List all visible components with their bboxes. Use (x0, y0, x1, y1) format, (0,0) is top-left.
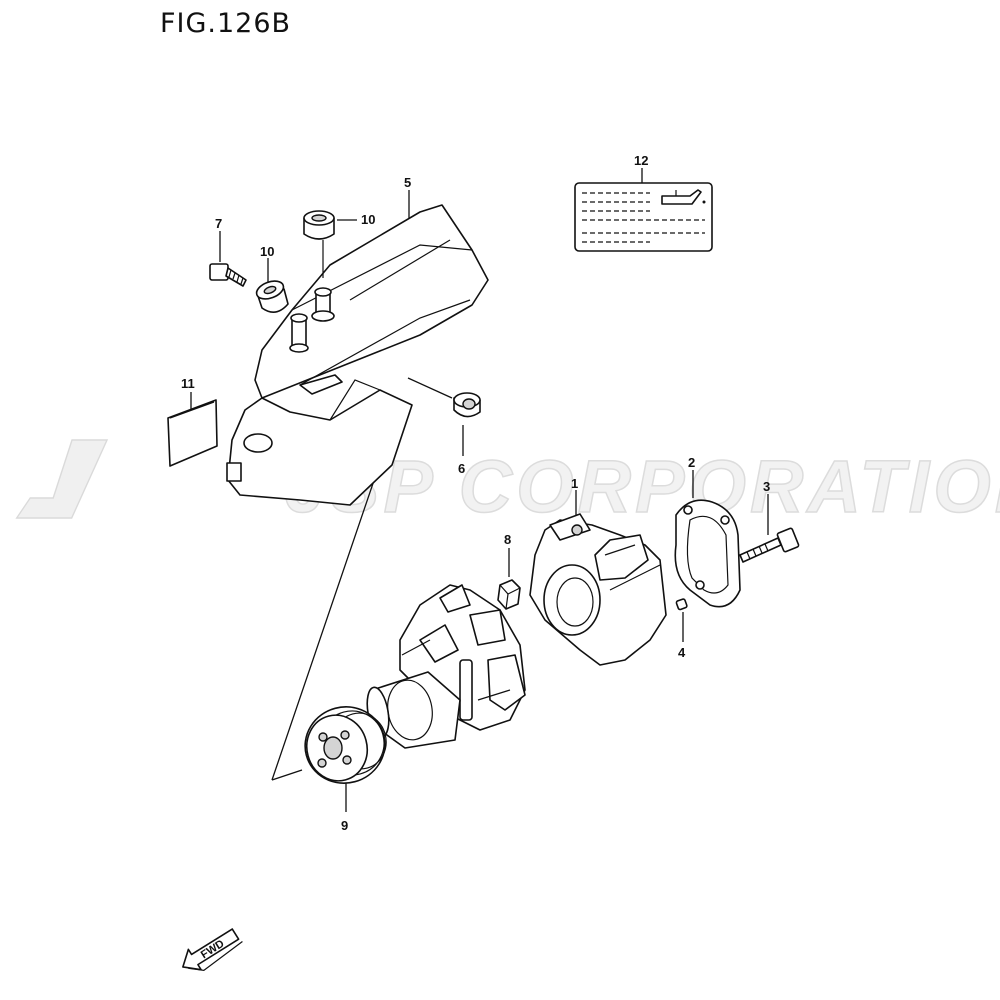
callout-7: 7 (215, 216, 222, 231)
figure-title: FIG.126B (160, 8, 292, 39)
pulley-9 (304, 706, 387, 784)
bolt-3 (739, 527, 800, 563)
watermark-text: JSP CORPORATION (285, 445, 1000, 528)
cap-8 (497, 579, 521, 610)
callout-9: 9 (341, 818, 348, 833)
callout-10-top: 10 (361, 212, 375, 227)
bolt-7 (209, 263, 247, 287)
label-11 (167, 399, 218, 467)
grommet-6 (453, 392, 481, 418)
reservoir-tank-5 (226, 204, 489, 506)
pin-4 (675, 598, 688, 611)
callout-11: 11 (181, 376, 195, 391)
callout-4: 4 (678, 645, 686, 660)
callout-8: 8 (504, 532, 511, 547)
fwd-arrow-icon: FWD (182, 928, 243, 971)
cap-10-top (303, 210, 335, 240)
callout-2: 2 (688, 455, 695, 470)
gasket-2 (674, 499, 741, 608)
callout-1: 1 (571, 476, 578, 491)
grommet-10-left (255, 280, 289, 313)
callout-10-left: 10 (260, 244, 274, 259)
watermark: JSP CORPORATION (15, 439, 1000, 529)
housing-1 (529, 513, 667, 666)
callout-12: 12 (634, 153, 648, 168)
label-plate-12 (574, 182, 713, 252)
callout-6: 6 (458, 461, 465, 476)
callout-5: 5 (404, 175, 411, 190)
oil-can-icon (661, 189, 702, 205)
callout-3: 3 (763, 479, 770, 494)
callout-labels: 5 10 10 7 11 6 1 2 3 4 8 9 12 (181, 153, 770, 833)
